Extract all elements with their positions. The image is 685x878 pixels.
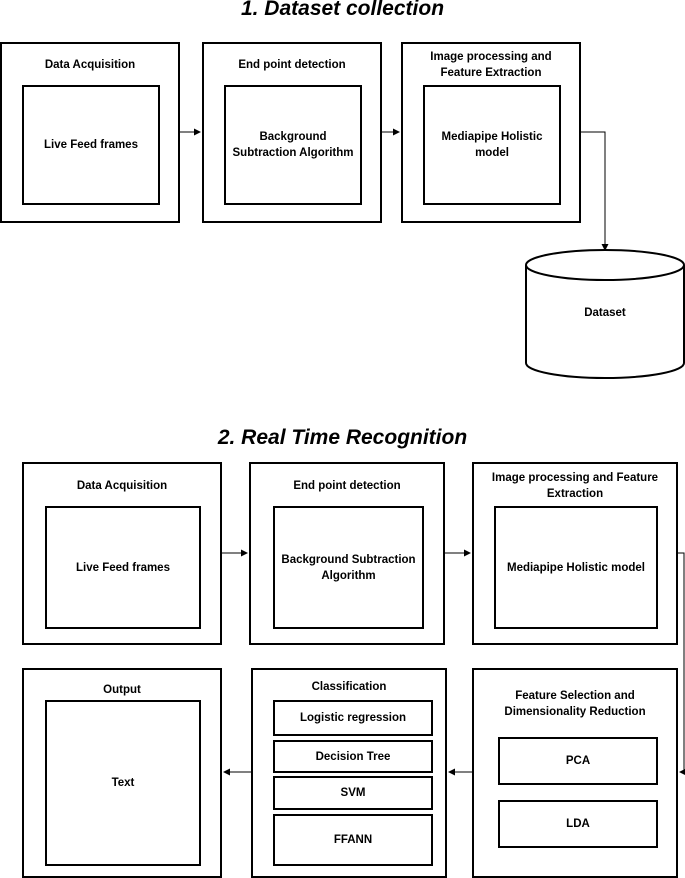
section2-title: 2. Real Time Recognition xyxy=(217,426,468,449)
s1-arrow-imgproc-to-dataset xyxy=(581,131,609,251)
s2-mediapipe-holistic-model: Mediapipe Holistic model xyxy=(494,506,658,629)
s2-pca: PCA xyxy=(498,737,658,785)
s2-live-feed-frames: Live Feed frames xyxy=(45,506,201,629)
s1-dataset-label: Dataset xyxy=(584,307,626,319)
s1-data-acquisition-label: Data Acquisition xyxy=(44,59,136,71)
s2-classifier-decision-tree: Decision Tree xyxy=(273,740,433,773)
s2-output-text: Text xyxy=(45,700,201,866)
s1-background-subtraction: Background Subtraction Algorithm xyxy=(224,85,362,205)
s2-lda: LDA xyxy=(498,800,658,848)
s1-image-processing-label: Image processing and Feature Extraction xyxy=(430,51,552,79)
s2-classification-label: Classification xyxy=(311,681,387,693)
section1-title: 1. Dataset collection xyxy=(240,0,445,20)
s2-background-subtraction: Background Subtraction Algorithm xyxy=(273,506,424,629)
s1-image-processing-block: Image processing and Feature Extraction … xyxy=(401,42,581,223)
s1-end-point-detection-block: End point detection Background Subtracti… xyxy=(202,42,382,223)
s2-image-processing-label: Image processing and Feature Extraction xyxy=(491,472,659,500)
s2-image-processing-block: Image processing and Feature Extraction … xyxy=(472,462,678,645)
s1-data-acquisition-block: Data Acquisition Live Feed frames xyxy=(0,42,180,223)
s2-feature-selection-label: Feature Selection and Dimensionality Red… xyxy=(504,690,646,718)
s2-output-block: Output Text xyxy=(22,668,222,878)
s1-end-point-detection-label: End point detection xyxy=(238,59,346,71)
s2-data-acquisition-block: Data Acquisition Live Feed frames xyxy=(22,462,222,645)
s2-data-acquisition-label: Data Acquisition xyxy=(76,480,168,492)
s2-feature-selection-block: Feature Selection and Dimensionality Red… xyxy=(472,668,678,878)
s2-classifier-logistic-regression: Logistic regression xyxy=(273,700,433,736)
s2-end-point-detection-label: End point detection xyxy=(293,480,401,492)
s2-output-label: Output xyxy=(103,684,141,696)
s2-classifier-ffann: FFANN xyxy=(273,814,433,866)
s2-arrow-imgproc-to-feature xyxy=(678,552,685,776)
s1-mediapipe-holistic-model: Mediapipe Holistic model xyxy=(423,85,561,205)
s2-classification-block: Classification Logistic regression Decis… xyxy=(251,668,447,878)
s2-end-point-detection-block: End point detection Background Subtracti… xyxy=(249,462,445,645)
s1-live-feed-frames: Live Feed frames xyxy=(22,85,160,205)
s2-classifier-svm: SVM xyxy=(273,776,433,810)
